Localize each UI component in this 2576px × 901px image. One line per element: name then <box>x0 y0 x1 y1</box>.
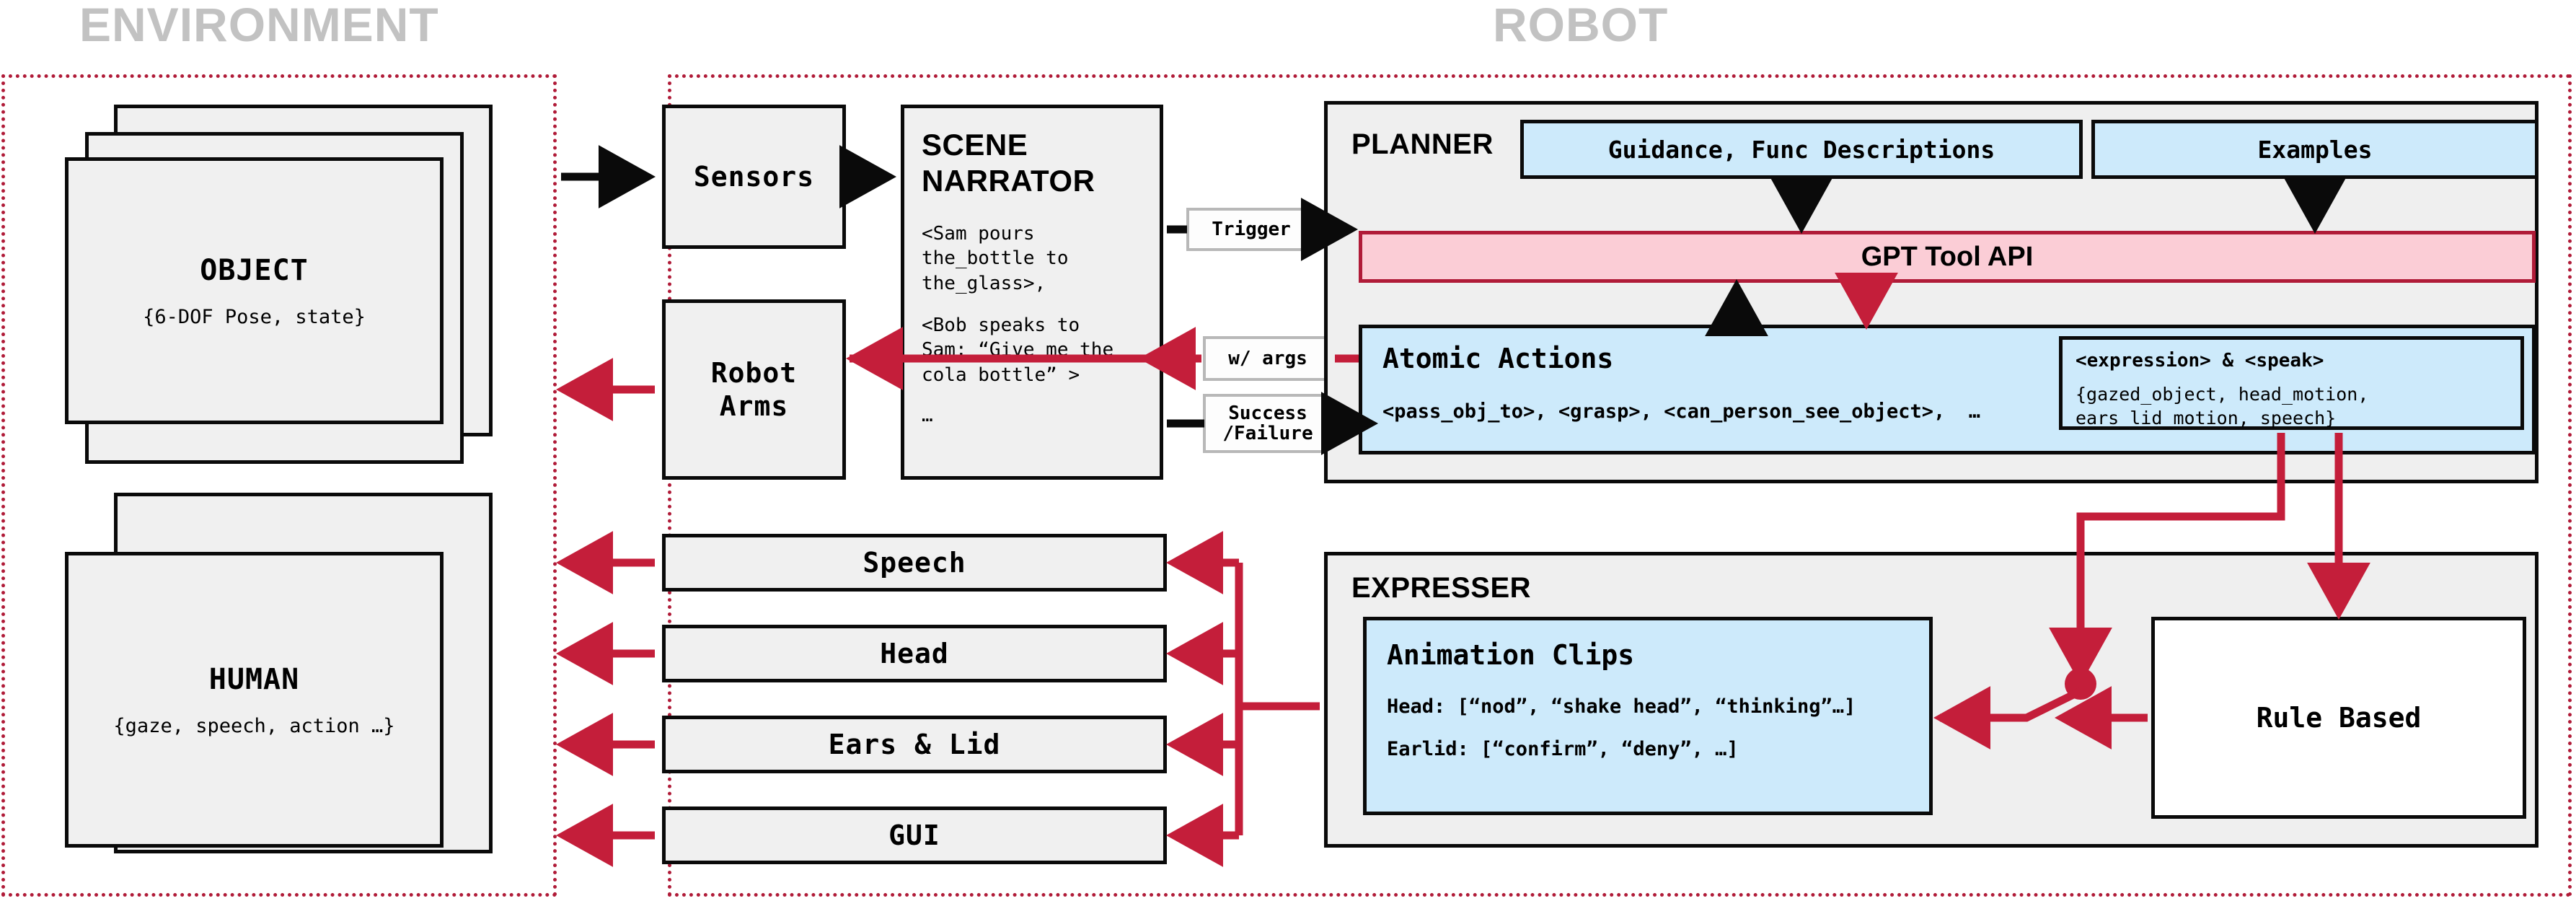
human-title: HUMAN <box>208 662 300 696</box>
output-gui-label: GUI <box>888 819 940 851</box>
output-speech-label: Speech <box>863 547 966 579</box>
edge-label-with-args: w/ args <box>1203 336 1333 381</box>
edge-label-success-failure: Success /Failure <box>1203 394 1333 453</box>
object-card: OBJECT {6-DOF Pose, state} <box>65 157 444 424</box>
object-title: OBJECT <box>200 253 309 287</box>
scene-narrator-line-1: <Sam pours the_bottle to the_glass>, <box>922 223 1069 294</box>
sensors-box: Sensors <box>662 105 846 249</box>
object-attrs: {6-DOF Pose, state} <box>143 305 366 328</box>
scene-narrator-title-line1: SCENE <box>922 128 1028 162</box>
human-attrs: {gaze, speech, action …} <box>113 714 395 737</box>
expresser-title: EXPRESSER <box>1351 572 1532 604</box>
scene-narrator-box: SCENE NARRATOR <Sam pours the_bottle to … <box>901 105 1163 480</box>
expression-speak-params: {gazed_object, head_motion, ears_lid_mot… <box>2076 384 2369 428</box>
atomic-actions-list: <pass_obj_to>, <grasp>, <can_person_see_… <box>1382 400 1981 423</box>
section-title-environment: ENVIRONMENT <box>79 0 439 51</box>
animation-clips-title: Animation Clips <box>1387 639 1635 671</box>
human-card: HUMAN {gaze, speech, action …} <box>65 552 444 848</box>
robot-arms-box: Robot Arms <box>662 299 846 480</box>
animation-clips-head: Head: [“nod”, “shake head”, “thinking”…] <box>1387 695 1856 718</box>
output-head-box: Head <box>662 625 1167 682</box>
animation-clips-earlid: Earlid: [“confirm”, “deny”, …] <box>1387 738 1739 760</box>
scene-narrator-title-line2: NARRATOR <box>922 163 1095 198</box>
output-gui-box: GUI <box>662 806 1167 864</box>
sensors-label: Sensors <box>693 161 815 193</box>
robot-arms-label: Robot Arms <box>710 356 798 422</box>
edge-label-trigger: Trigger <box>1186 208 1316 251</box>
planner-title: PLANNER <box>1351 128 1494 160</box>
rule-based-box: Rule Based <box>2151 617 2526 819</box>
expression-speak-title: <expression> & <speak> <box>2076 350 2324 372</box>
environment-region <box>1 74 557 897</box>
output-speech-box: Speech <box>662 534 1167 592</box>
scene-narrator-line-3: … <box>922 404 933 426</box>
guidance-func-descriptions-box: Guidance, Func Descriptions <box>1520 120 2083 179</box>
scene-narrator-line-2: <Bob speaks to Sam: “Give me the cola bo… <box>922 315 1114 386</box>
atomic-actions-title: Atomic Actions <box>1382 343 1614 374</box>
output-ears-lid-box: Ears & Lid <box>662 716 1167 773</box>
examples-box: Examples <box>2091 120 2538 179</box>
section-title-robot: ROBOT <box>1493 0 1669 51</box>
animation-clips-box: Animation Clips Head: [“nod”, “shake hea… <box>1363 617 1933 815</box>
expression-speak-box: <expression> & <speak> {gazed_object, he… <box>2059 336 2524 430</box>
robot-region <box>668 74 2572 897</box>
gpt-tool-api-box: GPT Tool API <box>1359 231 2536 283</box>
output-head-label: Head <box>880 638 949 669</box>
rule-based-label: Rule Based <box>2256 702 2422 734</box>
output-ears-lid-label: Ears & Lid <box>828 729 1001 760</box>
